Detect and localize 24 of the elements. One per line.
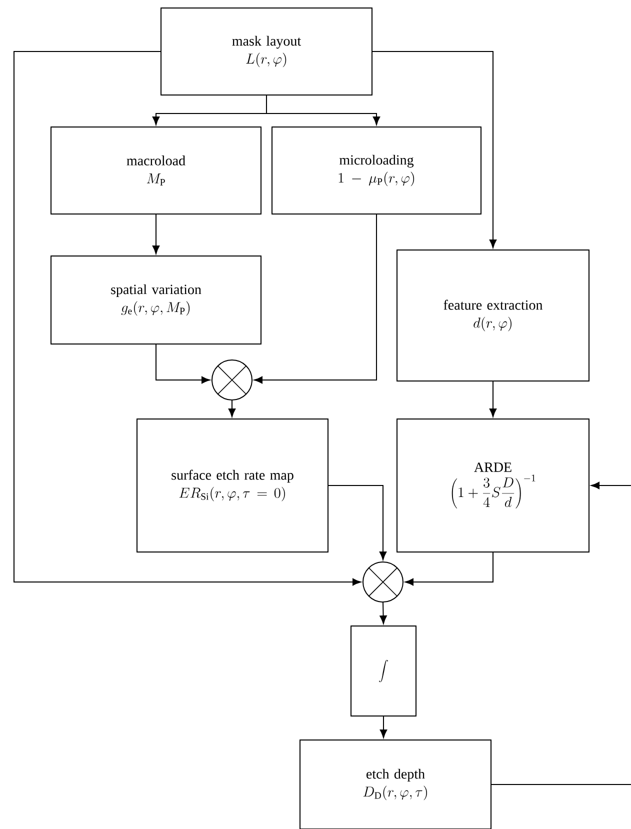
arrow: [489, 381, 497, 418]
arrow: [14, 51, 362, 586]
arrow: [380, 602, 387, 624]
arrow: [328, 485, 387, 560]
arrow: [380, 716, 388, 738]
multiply-circle: [212, 360, 252, 400]
arrow: [254, 214, 377, 384]
process-box: etch depth $D_{\mathrm{D}}(r,\varphi,\tau)$: [300, 740, 492, 829]
multiply-circle: [362, 562, 404, 602]
arrow: [152, 214, 160, 254]
arrow: [228, 400, 236, 418]
arrow: [156, 344, 210, 384]
process-box: microloading $1-\mu_{\mathrm{P}}(r,\varphi)$: [272, 126, 482, 214]
process-box: feature extraction $d(r,\varphi)$: [396, 250, 590, 382]
arrow: [266, 95, 380, 126]
process-box: spatial variation $g_{\mathrm{e}}(r,\varphi,M_{\mathrm{P}})$: [50, 256, 262, 344]
arrow: [404, 552, 494, 586]
process-box: mask layout $L(r,\varphi)$: [160, 8, 372, 96]
process-box: $\int$: [350, 626, 416, 716]
process-box: ARDE $\left(1+\frac{3}{4}S\frac{D}{d}\right)^{-1}$: [396, 418, 590, 552]
process-box: surface etch rate map $ER_{\mathrm{Si}}(r,\varphi,\tau=0)$: [136, 418, 328, 552]
process-box: macroload $M_{\mathrm{P}}$: [50, 126, 262, 214]
arrow: [590, 482, 631, 490]
arrow: [372, 51, 497, 248]
